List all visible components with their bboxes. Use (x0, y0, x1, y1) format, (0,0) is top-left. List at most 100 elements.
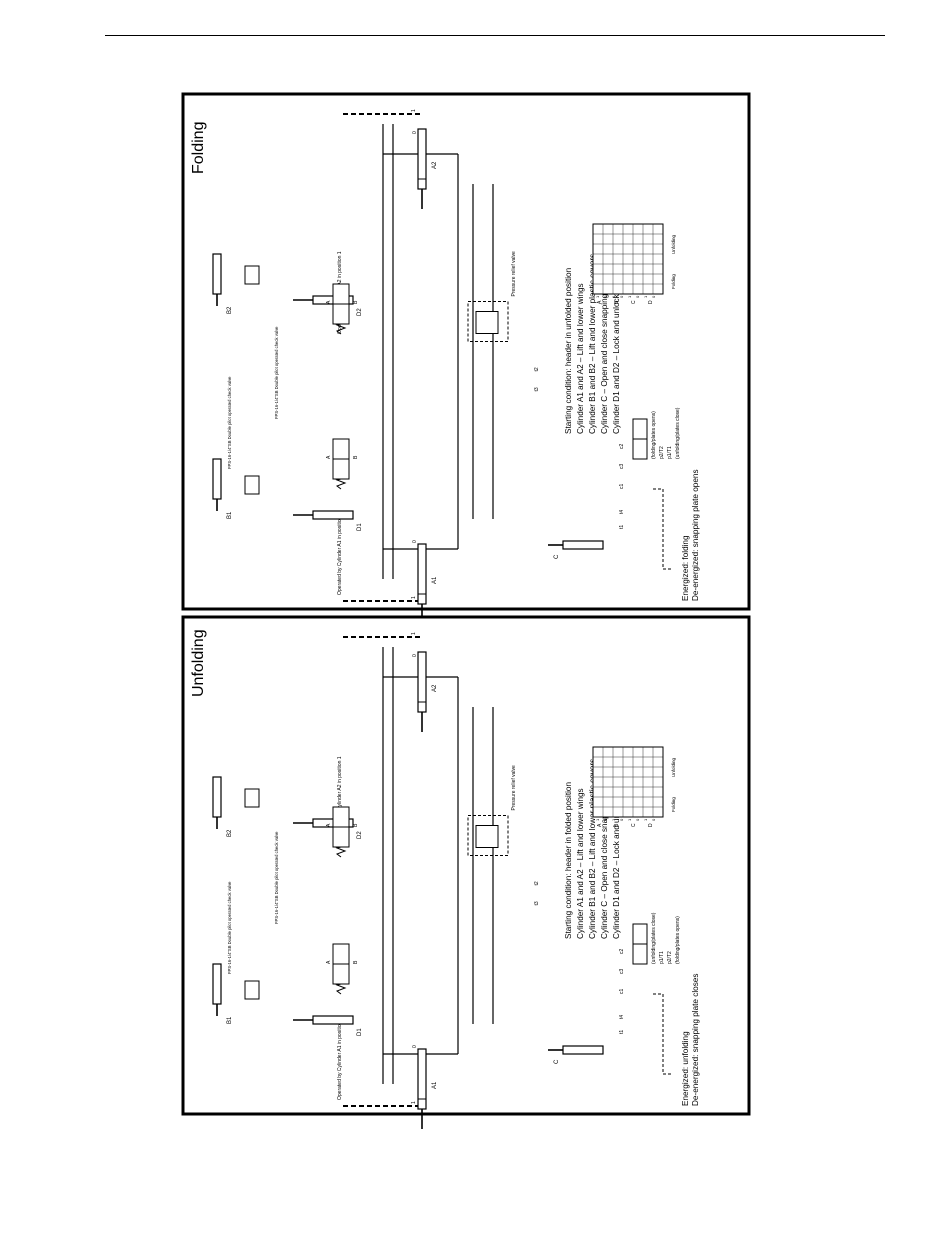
pos-label: 1 (411, 1101, 417, 1104)
energized-leader (653, 993, 671, 1075)
port-label: t2 (534, 367, 540, 371)
cylinder-a2 (417, 651, 427, 713)
relief-label: Pressure relief valve (511, 251, 517, 297)
solenoid-valve (632, 438, 648, 460)
port-label: t1 (619, 1030, 625, 1034)
coil-label: c1 (619, 484, 625, 490)
pilot-valve-label: FPS-16-1/4"SB Double pilot operated chec… (274, 831, 279, 924)
timing-row-label: C (631, 823, 637, 827)
cylinder-b1 (212, 458, 222, 500)
note-line: Cylinder A1 and A2 – Lift and lower wing… (576, 283, 585, 434)
cylinder-label: D1 (357, 523, 363, 531)
pilot-valve-label: FPS-16-1/4"SB Double pilot operated chec… (227, 376, 232, 469)
pilot-valve-label: FPS-16-1/4"SB Double pilot operated chec… (227, 881, 232, 974)
timing-row-label: C (631, 300, 637, 304)
port-label: t1 (619, 525, 625, 529)
operated-label: Operated by Cylinder A1 in position 1 (337, 1017, 343, 1100)
timing-phase-label: Unfolding (671, 757, 676, 777)
coil-label: c1 (619, 989, 625, 995)
energized-line: De-energized: snapping plate closes (691, 974, 700, 1106)
pilot-check-valve (244, 788, 260, 808)
timing-level-label: 0 (635, 818, 640, 821)
valve-box-label: p2/T2 (659, 446, 665, 459)
valve-box-label: p1/T1 (667, 446, 673, 459)
port-label: t3 (534, 387, 540, 391)
timing-level-label: 1 (627, 295, 632, 298)
valve-box-label: p1/T1 (659, 951, 665, 964)
note-line: Cylinder B1 and B2 – Lift and lower plas… (588, 759, 597, 939)
timing-level-label: 1 (595, 295, 600, 298)
port-label: t3 (534, 901, 540, 905)
cylinder-label: A2 (432, 161, 438, 169)
directional-valve (332, 963, 350, 985)
pos-label: 0 (412, 131, 418, 134)
note-line: Starting condition: header in unfolded p… (564, 267, 573, 434)
operated-label: Operated by Cylinder A2 in position 1 (337, 756, 343, 839)
timing-row-label: D (648, 823, 654, 827)
pilot-check-valve (244, 265, 260, 285)
timing-level-label: 0 (651, 818, 656, 821)
pilot-check-valve (244, 475, 260, 495)
cylinder-label: B2 (227, 306, 233, 314)
operated-label: Operated by Cylinder A1 in position 1 (337, 512, 343, 595)
pilot-check-valve (244, 980, 260, 1000)
timing-level-label: 1 (595, 818, 600, 821)
panel-frame-unfolding (181, 615, 751, 1116)
cylinder-label: A1 (432, 1081, 438, 1089)
timing-level-label: 0 (619, 295, 624, 298)
cylinder-label: A2 (432, 684, 438, 692)
cylinder-a2 (417, 128, 427, 190)
directional-valve (332, 806, 350, 828)
cylinder-label: C (554, 1059, 560, 1064)
coil-label: c2 (619, 949, 625, 955)
timing-chart (592, 223, 664, 295)
energized-line: Energized: folding (681, 535, 690, 601)
timing-level-label: 1 (643, 818, 648, 821)
timing-phase-label: Unfolding (671, 234, 676, 254)
timing-level-label: 0 (603, 295, 608, 298)
port-label: t2 (534, 881, 540, 885)
timing-row-label: A (597, 300, 603, 304)
directional-valve (332, 458, 350, 480)
cylinder-label: A1 (432, 576, 438, 584)
spring-icon (335, 846, 347, 858)
energized-leader (653, 488, 671, 570)
port-label: A (326, 960, 332, 964)
pos-label: 1 (411, 596, 417, 599)
timing-level-label: 1 (611, 295, 616, 298)
timing-level-label: 1 (627, 818, 632, 821)
timing-level-label: 0 (651, 295, 656, 298)
relief-valve (475, 825, 499, 848)
directional-valve (332, 943, 350, 965)
cylinder-b1 (212, 963, 222, 1005)
timing-row-label: B (614, 823, 620, 827)
solenoid-valve (632, 923, 648, 945)
solenoid-valve (632, 418, 648, 440)
panel-title: Folding (190, 122, 207, 174)
directional-valve (332, 303, 350, 325)
pos-label: 1 (411, 632, 417, 635)
cylinder-d1 (312, 510, 354, 520)
directional-valve (332, 283, 350, 305)
cylinder-label: C (554, 554, 560, 559)
timing-chart (592, 746, 664, 818)
note-line: Cylinder A1 and A2 – Lift and lower wing… (576, 788, 585, 939)
timing-level-label: 0 (619, 818, 624, 821)
solenoid-valve (632, 943, 648, 965)
energized-line: Energized: unfolding (681, 1031, 690, 1106)
valve-box-label: p2/T2 (667, 951, 673, 964)
timing-phase-label: Folding (671, 274, 676, 289)
port-label: A (326, 455, 332, 459)
cylinder-label: D2 (357, 831, 363, 839)
timing-row-label: D (648, 300, 654, 304)
timing-row-label: A (597, 823, 603, 827)
spring-icon (335, 323, 347, 335)
cylinder-c (562, 540, 604, 550)
cylinder-label: D2 (357, 308, 363, 316)
port-label: B (353, 960, 359, 964)
cylinder-a1 (417, 1048, 427, 1110)
pilot-valve-label: FPS-16-1/4"SB Double pilot operated chec… (274, 326, 279, 419)
